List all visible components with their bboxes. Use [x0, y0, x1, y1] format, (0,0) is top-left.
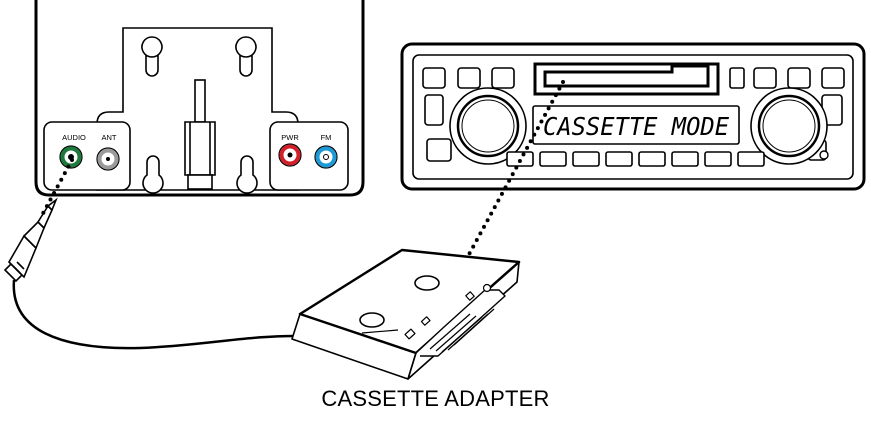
connection-lines: [39, 80, 565, 260]
dock-unit: AUDIO ANT PWR FM: [34, 0, 365, 197]
dock-connector: [184, 79, 216, 190]
stereo-display: [532, 105, 740, 145]
ant-port[interactable]: [96, 147, 120, 171]
bottom-preset-buttons[interactable]: [506, 151, 765, 167]
pwr-port-label: PWR: [281, 133, 299, 142]
pwr-port[interactable]: [278, 143, 302, 167]
ant-port-label: ANT: [102, 133, 117, 142]
stereo-display-text: CASSETTE MODE: [543, 112, 729, 141]
audio-port-ring: [60, 146, 82, 168]
mount-keyhole: [141, 36, 258, 194]
volume-knob[interactable]: [449, 87, 527, 165]
audio-connection-line: [39, 158, 74, 219]
audio-port-label: AUDIO: [62, 133, 86, 142]
reel-hole-left: [359, 312, 385, 328]
port-panel-right: [269, 121, 349, 191]
pwr-port-ring: [279, 144, 301, 166]
power-indicator: [819, 150, 829, 160]
reel-hole-right: [414, 275, 440, 291]
caption: CASSETTE ADAPTER: [321, 386, 550, 411]
car-stereo: CASSETTE MODE: [400, 42, 866, 191]
preset-buttons[interactable]: [422, 67, 845, 162]
fm-port-label: FM: [321, 133, 332, 142]
tuning-knob[interactable]: [750, 87, 828, 165]
fm-port-ring: [315, 146, 337, 168]
cassette-adapter: [291, 248, 521, 380]
fm-port[interactable]: [314, 145, 338, 169]
ant-port-ring: [97, 148, 119, 170]
audio-plug: [3, 197, 58, 283]
audio-port[interactable]: [59, 145, 83, 169]
audio-cable: [3, 197, 301, 350]
